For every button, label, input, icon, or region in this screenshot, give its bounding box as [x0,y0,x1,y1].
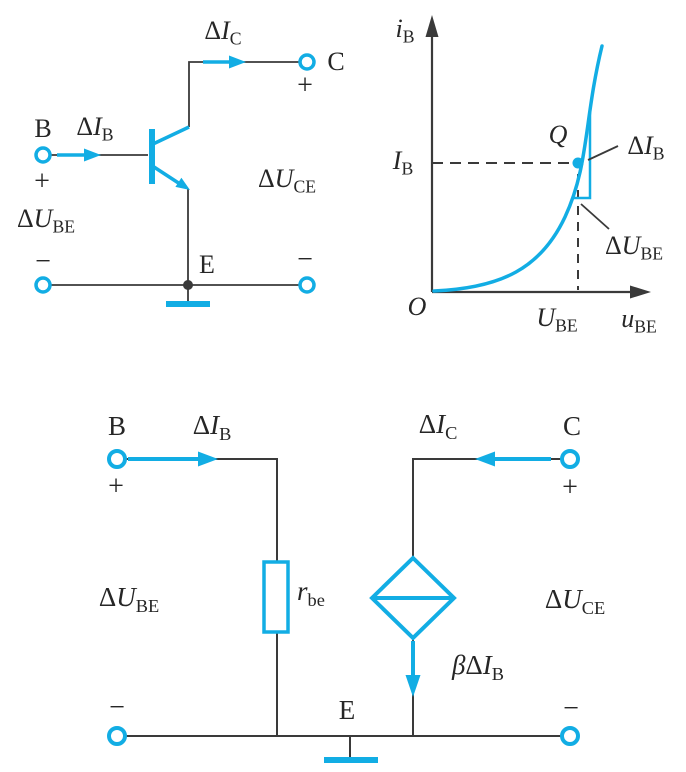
origin-label: O [407,292,427,321]
emitter-junction-dot [183,280,193,290]
delta-ic-label: ΔIC [204,16,242,49]
collector-current-arrowhead-icon [229,55,246,69]
delta-ube-label: ΔUBE [98,582,160,616]
ib-ube-curve [432,44,604,293]
delta-uce-label: ΔUCE [257,164,317,197]
transistor-collector-lead [152,125,190,146]
delta-ic-arrowhead-icon [475,451,495,467]
transistor-circuit-wires [34,53,316,307]
increment-step [573,112,592,200]
delta-ube-pointer-line [580,203,610,230]
terminal-e-label: E [338,695,356,725]
terminal-c-node [298,53,316,71]
terminal-bottom-left-node [34,276,52,294]
b-branch-wire [125,458,278,563]
minus-sign: − [297,244,313,275]
terminal-bottom-right-node [298,276,316,294]
x-axis-arrowhead-icon [630,285,651,299]
q-point-label: Q [548,120,568,149]
terminal-c-node [560,449,580,469]
beta-delta-ib-label: βΔIB [451,650,505,684]
delta-ib-label: ΔIB [627,131,665,164]
delta-ib-arrowhead-icon [198,451,218,467]
delta-ube-label: ΔUBE [16,204,76,237]
bias-voltage-label: UBE [536,303,578,336]
delta-ib-pointer-line [587,145,619,161]
terminal-c-label: C [562,411,582,441]
terminal-c-label: C [327,47,345,76]
x-axis-label: uBE [621,304,657,337]
minus-sign: − [109,692,125,723]
minus-sign: − [35,246,51,277]
delta-ib-label: ΔIB [76,112,114,145]
delta-ube-label: ΔUBE [604,231,664,264]
delta-uce-label: ΔUCE [544,584,606,618]
input-characteristic-graph [425,15,651,299]
transistor-emitter-lead [153,165,181,186]
resistor-rbe [262,560,290,634]
plus-sign: + [108,471,124,502]
q-point-dot [572,157,584,169]
delta-ic-label: ΔIC [418,409,458,443]
c-branch-wire [412,458,562,559]
terminal-b-node [107,449,127,469]
plus-sign: + [297,70,313,101]
equivalent-circuit-wires [107,449,580,763]
rbe-label: rbe [297,576,325,610]
terminal-bottom-left-node [107,726,127,746]
plus-sign: + [34,166,50,197]
y-axis-label: iB [395,14,415,47]
delta-ib-label: ΔIB [192,410,232,444]
emitter-arrowhead-icon [175,177,190,190]
y-axis-arrowhead-icon [425,15,439,37]
plus-sign: + [562,472,578,503]
minus-sign: − [563,693,579,724]
terminal-bottom-right-node [560,726,580,746]
base-current-arrowhead-icon [84,148,101,162]
terminal-b-label: B [107,411,127,441]
bias-current-label: IB [392,146,414,179]
terminal-e-label: E [199,250,215,279]
collector-wire [188,61,299,127]
terminal-b-label: B [34,114,52,143]
terminal-b-node [34,146,52,164]
source-current-arrowhead-icon [405,675,421,697]
